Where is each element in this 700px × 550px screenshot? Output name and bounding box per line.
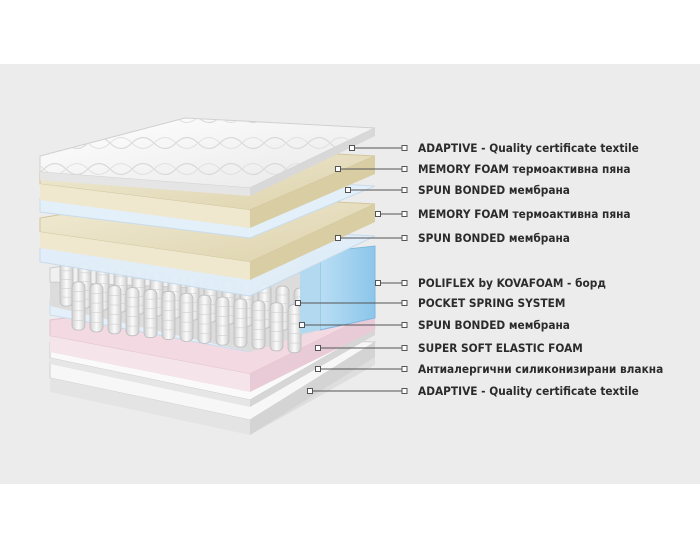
spring-coil <box>107 285 122 335</box>
layer-label: MEMORY FOAM термоактивна пяна <box>418 207 631 221</box>
leader-anchor <box>315 345 321 351</box>
layer-label: SPUN BONDED мембрана <box>418 183 570 197</box>
spring-coil <box>161 291 176 340</box>
layer-label: POCKET SPRING SYSTEM <box>418 296 566 310</box>
layer-label: SUPER SOFT ELASTIC FOAM <box>418 341 583 355</box>
layer-label: ADAPTIVE - Quality certificate textile <box>418 384 639 398</box>
leader-end <box>401 235 408 241</box>
spring-coil <box>233 298 248 348</box>
leader-end <box>401 145 408 151</box>
layer-label: SPUN BONDED мембрана <box>418 318 570 332</box>
leader-anchor <box>375 211 381 217</box>
spring-coil <box>215 296 230 346</box>
spring-coil <box>125 287 140 337</box>
spring-coil <box>251 300 266 350</box>
leader-end <box>401 166 408 172</box>
spring-coil <box>179 292 194 342</box>
layer-label: Антиалергични силиконизирани влакна <box>418 362 664 376</box>
spring-coil <box>59 261 74 307</box>
leader-end <box>401 366 408 372</box>
leader-anchor <box>335 166 341 172</box>
layer-top-textile <box>39 117 376 196</box>
leader-end <box>401 322 408 328</box>
leader-lines <box>295 145 408 394</box>
spring-coil <box>89 283 104 333</box>
leader-end <box>401 345 408 351</box>
layer-label: MEMORY FOAM термоактивна пяна <box>418 162 631 176</box>
leader-end <box>401 211 408 217</box>
spring-coil <box>269 302 284 352</box>
layer-poliflex-board <box>300 245 376 334</box>
leader-anchor <box>295 300 301 306</box>
leader-end <box>401 280 408 286</box>
leader-end <box>401 300 408 306</box>
leader-anchor <box>349 145 355 151</box>
leader-end <box>401 388 408 394</box>
leader-anchor <box>299 322 305 328</box>
spring-coil <box>197 294 212 344</box>
layer-label: SPUN BONDED мембрана <box>418 231 570 245</box>
leader-anchor <box>335 235 341 241</box>
spring-coil <box>71 281 86 331</box>
leader-anchor <box>307 388 313 394</box>
leader-anchor <box>375 280 381 286</box>
layer-label: ADAPTIVE - Quality certificate textile <box>418 141 639 155</box>
leader-anchor <box>345 187 351 193</box>
leader-anchor <box>315 366 321 372</box>
layer-label: POLIFLEX by KOVAFOAM - борд <box>418 276 606 290</box>
leader-end <box>401 187 408 193</box>
spring-coil <box>287 304 302 354</box>
spring-coil <box>143 289 158 338</box>
